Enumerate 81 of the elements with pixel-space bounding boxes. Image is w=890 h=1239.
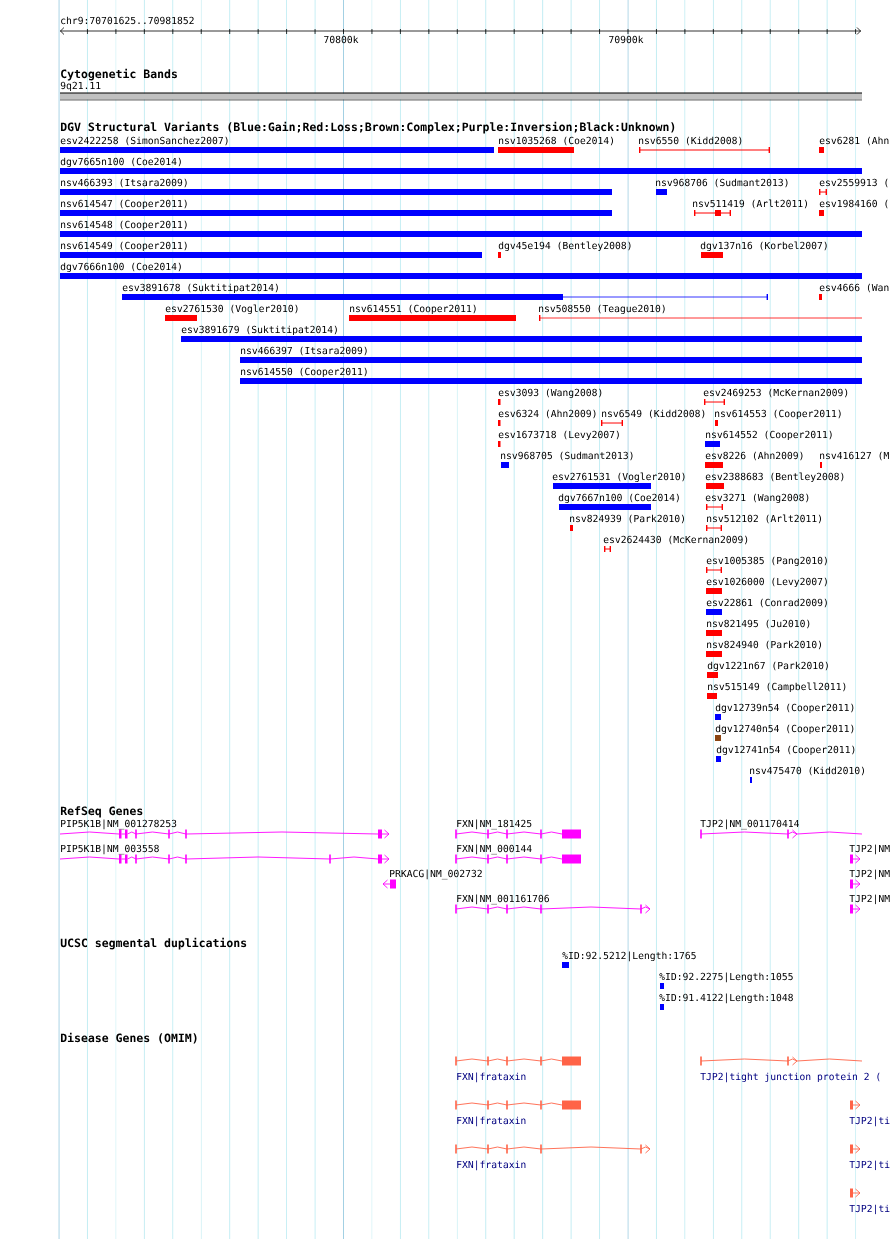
duplication-label: %ID:92.2275|Length:1055 [659,972,793,983]
variant-label: nsv614551 (Cooper2011) [350,304,476,315]
variant-label: dgv7666n100 (Coe2014) [60,262,181,273]
track-heading: Cytogenetic Bands [61,68,177,81]
track-heading: DGV Structural Variants (Blue:Gain;Red:Loss;Brown:Complex;Purple:Inversion;Black:Unknown) [60,121,675,134]
variant-label: esv3891679 (Suktitipat2014) [181,325,337,336]
variant-label: nsv1035268 (Coe2014) [499,136,613,146]
gene-label: TJP2|ti [849,1204,890,1215]
gene-label: FXN|frataxin [457,1160,526,1171]
variant-label: esv1026000 (Levy2007) [706,577,827,588]
variant-label: esv1005385 (Pang2010) [706,556,827,567]
variant-label: nsv512102 (Arlt2011) [707,514,821,524]
gene-label: TJP2|ti [849,1116,890,1127]
gene-label: TJP2|ti [849,1160,890,1171]
gene-label: FXN|frataxin [457,1116,526,1127]
variant-label: nsv466393 (Itsara2009) [61,178,187,188]
variant-label: esv2761531 (Vogler2010) [552,472,685,483]
duplication-label: %ID:92.5212|Length:1765 [562,951,696,962]
variant-label: esv1673718 (Levy2007) [498,430,619,441]
variant-label: nsv614553 (Cooper2011) [715,409,841,420]
variant-label: dgv7665n100 (Coe2014) [60,157,181,168]
variant-label: nsv416127 (M [820,451,889,461]
gene-label: FXN|NM_181425 [457,819,532,830]
variant-label: nsv614549 (Cooper2011) [61,241,187,252]
variant-label: esv3093 (Wang2008) [498,388,602,399]
variant-label: esv6324 (Ahn2009) [498,409,596,419]
variant-label: dgv12740n54 (Cooper2011) [715,724,854,735]
track-heading: Disease Genes (OMIM) [60,1032,197,1044]
gene-label: FXN|frataxin [457,1072,526,1083]
duplication-label: %ID:91.4122|Length:1048 [659,993,793,1004]
variant-label: esv3271 (Wang2008) [705,493,809,504]
variant-label: dgv45e194 (Bentley2008) [498,241,631,252]
gene-label: PIP5K1B|NM_001278253 [61,819,177,830]
variant-label: esv2388683 (Bentley2008) [705,472,844,483]
gene-label: PRKACG|NM_002732 [390,869,482,880]
variant-label: esv3891678 (Suktitipat2014) [122,283,278,294]
variant-label: nsv515149 (Campbell2011) [708,682,846,693]
axis-label: 70800k [324,35,359,44]
variant-label: esv4666 (Wan [819,283,889,293]
variant-label: nsv614552 (Cooper2011) [706,430,832,441]
variant-label: esv2761530 (Vogler2010) [165,304,298,315]
variant-label: dgv12741n54 (Cooper2011) [716,745,855,756]
variant-label: nsv466397 (Itsara2009) [241,346,367,356]
variant-label: nsv511419 (Arlt2011) [693,199,807,209]
gene-label: TJP2|NM [849,869,890,880]
variant-label: esv6281 (Ahn [819,136,889,146]
variant-label: esv2469253 (McKernan2009) [703,388,848,398]
gene-label: FXN|NM_001161706 [457,894,549,905]
variant-label: esv2559913 ( [819,178,888,188]
variant-label: nsv968705 (Sudmant2013) [501,451,633,461]
variant-label: dgv12739n54 (Cooper2011) [715,703,854,714]
gene-label: FXN|NM_000144 [457,844,532,855]
variant-label: dgv137n16 (Korbel2007) [700,241,827,252]
variant-label: dgv1221n67 (Park2010) [707,661,828,672]
variant-label: nsv475470 (Kidd2010) [750,766,864,776]
variant-label: nsv614547 (Cooper2011) [61,199,187,210]
variant-label: esv8226 (Ahn2009) [705,451,803,461]
variant-label: nsv508550 (Teague2010) [539,304,665,315]
position-label: chr9:70701625..70981852 [61,16,194,25]
variant-label: esv2422258 (SimonSanchez2007) [60,136,228,146]
track-heading: UCSC segmental duplications [60,937,247,950]
variant-label: esv1984160 ( [819,199,888,209]
track-heading: RefSeq Genes [60,806,143,818]
variant-label: esv22861 (Conrad2009) [706,598,827,608]
variant-label: nsv824939 (Park2010) [570,514,684,524]
gene-label: TJP2|NM [849,844,890,855]
variant-label: nsv824940 (Park2010) [707,640,821,650]
axis-label: 70900k [609,35,644,44]
variant-label: nsv968706 (Sudmant2013) [656,178,788,188]
gene-label: PIP5K1B|NM_003558 [61,844,159,855]
variant-label: nsv821495 (Ju2010) [707,619,810,629]
variant-label: dgv7667n100 (Coe2014) [558,493,679,504]
band-label: 9q21.11 [60,81,101,92]
variant-label: nsv614550 (Cooper2011) [241,367,367,378]
variant-label: nsv6550 (Kidd2008) [639,136,742,146]
gene-label: TJP2|NM [849,894,890,905]
gene-label: TJP2|NM_001170414 [700,819,799,830]
gene-label: TJP2|tight junction protein 2 ( [700,1072,880,1083]
variant-label: nsv6549 (Kidd2008) [602,409,705,419]
variant-label: nsv614548 (Cooper2011) [61,220,187,231]
variant-label: esv2624430 (McKernan2009) [603,535,748,545]
